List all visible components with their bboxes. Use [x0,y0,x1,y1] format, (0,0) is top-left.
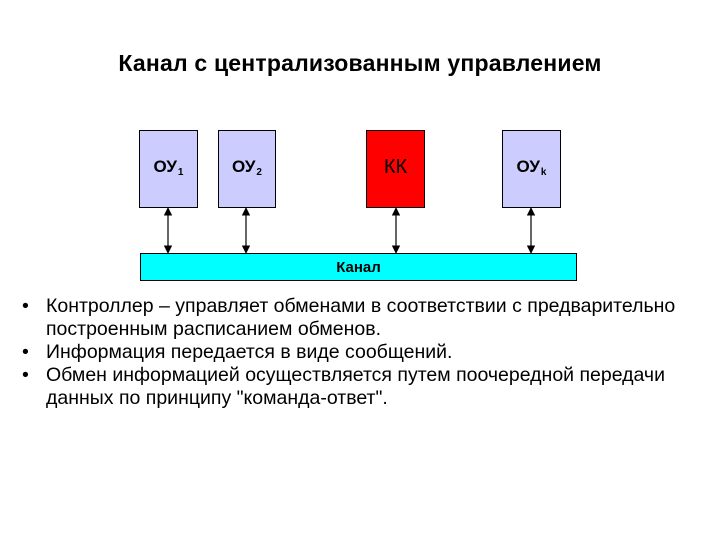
terminal-device-1-index: 1 [177,166,184,178]
bullet-list: • Контроллер – управляет обменами в соотв… [22,295,702,410]
diagram-title: Канал с централизованным управлением [118,50,602,76]
bullet-text: Обмен информацией осуществляется путем п… [46,364,665,409]
bullet-item: • Информация передается в виде сообщений. [22,341,702,364]
terminal-device-k-label: ОУ [516,156,540,176]
terminal-device-k-index: k [540,166,547,178]
terminal-device-1: ОУ1 [139,130,198,208]
bullet-text: Информация передается в виде сообщений. [46,341,453,363]
bullet-item: • Обмен информацией осуществляется путем … [22,364,702,410]
bullet-marker: • [22,341,29,363]
bullet-marker: • [22,295,29,317]
terminal-device-1-label: ОУ [153,156,177,176]
bullet-text: Контроллер – управляет обменами в соотве… [46,295,676,340]
channel-bus: Канал [140,253,577,281]
bullet-marker: • [22,364,29,386]
channel-controller-label: КК [383,155,408,178]
channel-controller: КК [366,130,425,208]
channel-bus-label: Канал [336,258,381,276]
terminal-device-2: ОУ2 [218,130,276,208]
bullet-item: • Контроллер – управляет обменами в соотв… [22,295,702,341]
terminal-device-k: ОУk [502,130,561,208]
terminal-device-2-label: ОУ [232,156,256,176]
terminal-device-2-index: 2 [256,166,262,178]
